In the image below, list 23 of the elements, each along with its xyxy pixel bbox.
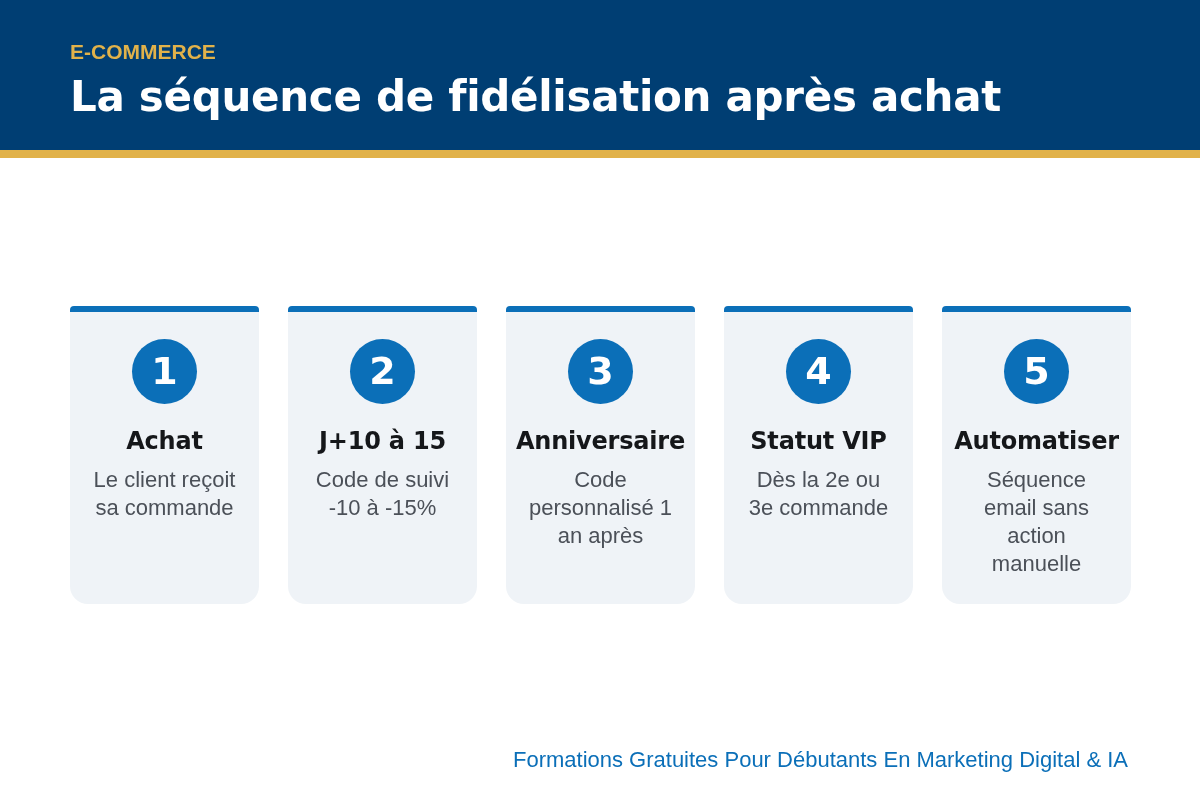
card-heading: J+10 à 15 [316, 426, 447, 456]
card-description: Séquence email sans action manuelle [982, 466, 1091, 578]
number-circle: 2 [350, 339, 415, 404]
card-description: Code personnalisé 1 an après [527, 466, 674, 550]
number-circle: 4 [786, 339, 851, 404]
card-description: Dès la 2e ou 3e commande [747, 466, 890, 522]
page-title: La séquence de fidélisation après achat [70, 71, 1002, 123]
step-card [506, 306, 695, 604]
card-description: Code de suivi -10 à -15% [314, 466, 451, 522]
card-heading: Achat [125, 426, 204, 456]
number-circle: 1 [132, 339, 197, 404]
step-card [724, 306, 913, 604]
section-kicker: E-COMMERCE [70, 40, 216, 64]
step-card [70, 306, 259, 604]
number-circle: 5 [1004, 339, 1069, 404]
card-heading: Anniversaire [514, 426, 687, 456]
step-card [288, 306, 477, 604]
card-heading: Automatiser [953, 426, 1120, 456]
tagline: Formations Gratuites Pour Débutants En Marketing Digital & IA [512, 747, 1128, 773]
number-circle: 3 [568, 339, 633, 404]
card-heading: Statut VIP [749, 426, 888, 456]
card-description: Le client reçoit sa commande [92, 466, 237, 522]
step-card [942, 306, 1131, 604]
